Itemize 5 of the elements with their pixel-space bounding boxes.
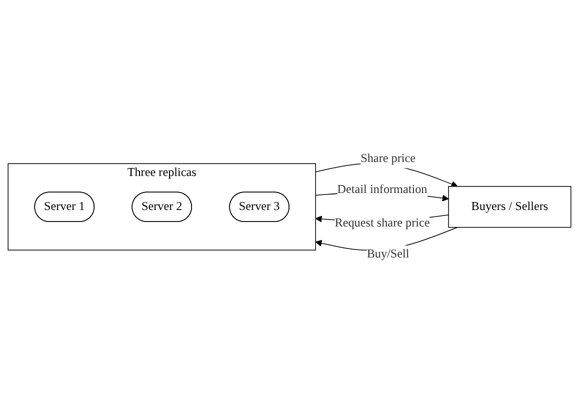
- edge-label: Buy/Sell: [366, 248, 410, 261]
- node-box: Buyers / Sellers: [448, 186, 572, 228]
- edge-label: Detail information: [337, 184, 428, 196]
- edge-label: Share price: [360, 152, 416, 166]
- edge-label: Request share price: [334, 216, 430, 230]
